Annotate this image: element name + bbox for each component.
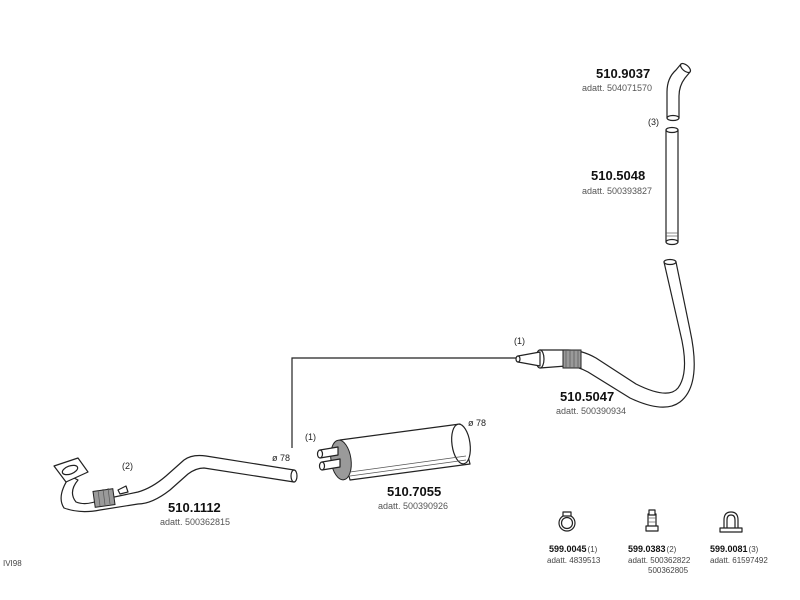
- part-note: (1): [514, 336, 525, 346]
- muffler-body-shape: [339, 423, 471, 481]
- connector-line: [291, 357, 516, 448]
- hardware-adatt: adatt. 4839513: [547, 556, 601, 565]
- diameter-label: ø 78: [272, 453, 290, 463]
- part-note: (1): [305, 432, 316, 442]
- diameter-label: ø 78: [468, 418, 486, 428]
- part-number: 510.5047: [560, 389, 614, 404]
- part-number: 510.9037: [596, 66, 650, 81]
- part-adatt: adatt. 504071570: [582, 83, 652, 93]
- hardware-adatt: adatt. 61597492: [710, 556, 768, 565]
- part-510-5047: (1) 510.5047 adatt. 500390934: [514, 258, 695, 416]
- part-adatt: adatt. 500390926: [378, 501, 448, 511]
- part-510-5048: (3) 510.5048 adatt. 500393827: [582, 117, 679, 246]
- hardware-number: 599.0081(3): [710, 544, 759, 554]
- bent-pipe-shape: [539, 261, 695, 408]
- diagram-code: IVI98: [3, 559, 22, 568]
- hardware-599-0081: 599.0081(3) adatt. 61597492: [710, 511, 768, 565]
- part-adatt: adatt. 500393827: [582, 186, 652, 196]
- part-number: 510.1112: [168, 500, 221, 515]
- part-510-1112: (2) ø 78 510.1112 adatt. 500362815: [53, 453, 298, 527]
- hardware-number: 599.0383(2): [628, 544, 677, 554]
- part-adatt: adatt. 500390934: [556, 406, 626, 416]
- part-510-9037: 510.9037 adatt. 504071570: [582, 62, 692, 122]
- u-clamp-icon: [723, 511, 739, 531]
- part-510-7055: (1) ø 78 510.7055 adatt. 500390926: [305, 418, 486, 511]
- part-adatt: adatt. 500362815: [160, 517, 230, 527]
- straight-pipe-shape: [665, 129, 679, 243]
- part-note: (2): [122, 461, 133, 471]
- hardware-599-0383: 599.0383(2) adatt. 500362822 500362805: [628, 509, 691, 575]
- part-number: 510.5048: [591, 168, 645, 183]
- hardware-599-0045: 599.0045(1) adatt. 4839513: [547, 511, 601, 565]
- hardware-adatt: adatt. 500362822: [628, 556, 691, 565]
- part-number: 510.7055: [387, 484, 441, 499]
- hardware-adatt-2: 500362805: [648, 566, 689, 575]
- hardware-number: 599.0045(1): [549, 544, 598, 554]
- part-note: (3): [648, 117, 659, 127]
